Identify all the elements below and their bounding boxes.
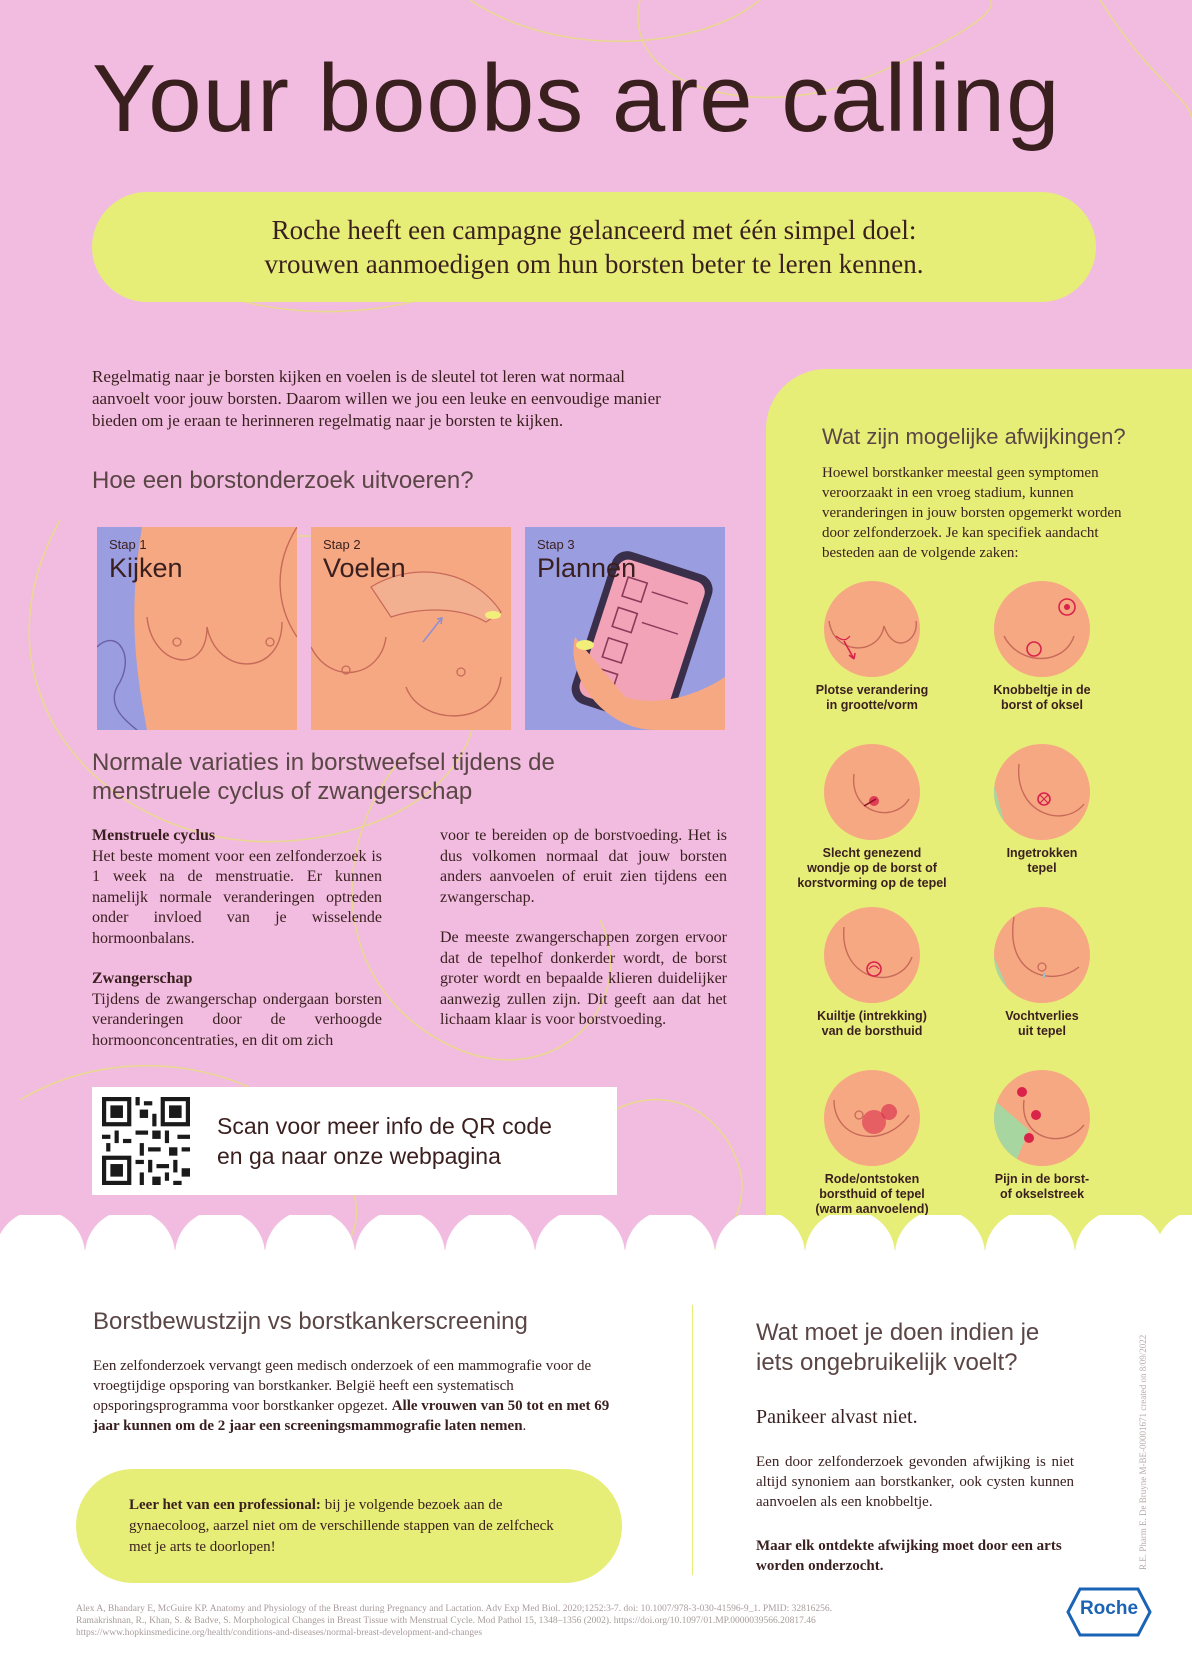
roche-logo [1066, 1587, 1152, 1637]
lump-icon [994, 581, 1090, 677]
dimple-icon [824, 907, 920, 1003]
step-2-label: Voelen [323, 553, 406, 583]
abnormalities-intro: Hoewel borstkanker meestal geen symptome… [822, 465, 1122, 561]
step-1-card: Stap 1 Kijken [97, 527, 297, 730]
step-1-label: Kijken [109, 553, 183, 583]
screening-text: Een zelfonderzoek vervangt geen medisch … [93, 1356, 628, 1436]
symptom-dimple: Kuiltje (intrekking)van de borsthuid [787, 907, 957, 1039]
what-to-do-bold: Maar elk ontdekte afwijking moet door ee… [756, 1538, 1062, 1574]
intro-paragraph: Regelmatig naar je borsten kijken en voe… [92, 366, 732, 432]
column-divider [692, 1305, 693, 1575]
variations-column-2: voor te bereiden op de borstvoeding. Het… [440, 826, 727, 1031]
variations-heading-line: Normale variaties in borstweefsel tijden… [92, 749, 555, 776]
step-3-card: Stap 3 Plannen [525, 527, 725, 730]
menstrual-text: Het beste moment voor een zelfonderzoek … [92, 847, 382, 947]
symptom-caption: Rode/ontstoken [824, 1172, 920, 1186]
breast-shape-icon [824, 581, 920, 677]
wound-icon [824, 744, 920, 840]
pregnancy-text: Tijdens de zwangerschap ondergaan borste… [92, 990, 382, 1049]
cloud-divider [0, 1215, 1192, 1255]
intro-line-2: vrouwen aanmoedigen om hun borsten beter… [264, 249, 924, 279]
intro-paragraph-line: Regelmatig naar je borsten kijken en voe… [92, 367, 625, 386]
looking-illustration [97, 527, 297, 730]
page-title: Your boobs are calling [92, 45, 1061, 152]
variations-heading-line: menstruele cyclus of zwangerschap [92, 778, 473, 805]
legal-note: R.E. Pharm E. De Bruyne M-BE-00001671 cr… [1138, 1334, 1148, 1570]
symptom-caption: Vochtverlies [1005, 1009, 1079, 1023]
qr-box[interactable]: Scan voor meer info de QR code en ga naa… [92, 1087, 617, 1195]
symptom-caption: borsthuid of tepel [819, 1187, 925, 1201]
what-to-do-text: Een door zelfonderzoek gevonden afwijkin… [756, 1454, 1074, 1510]
step-2-card: Stap 2 Voelen [311, 527, 511, 730]
symptom-caption: borst of oksel [1001, 698, 1083, 712]
intro-banner: Roche heeft een campagne gelanceerd met … [92, 192, 1096, 302]
learn-text-body: bij je volgende bezoek aan de gynaecoloo… [129, 1497, 554, 1555]
menstrual-heading: Menstruele cyclus [92, 827, 216, 844]
symptom-caption: in grootte/vorm [826, 698, 918, 712]
symptom-caption: of okselstreek [999, 1187, 1085, 1201]
intro-line-1: Roche heeft een campagne gelanceerd met … [271, 215, 917, 245]
screening-text-bold: Alle vrouwen van 50 tot en met 69 jaar k… [93, 1398, 610, 1434]
roche-logo-text: Roche [1079, 1598, 1139, 1619]
symptom-caption: Slecht genezend [822, 846, 922, 860]
pregnancy-text-continued: voor te bereiden op de borstvoeding. Het… [440, 827, 727, 906]
symptom-pain: Pijn in de borst-of okselstreek [957, 1070, 1127, 1202]
abnormalities-panel: Wat zijn mogelijke afwijkingen? Hoewel b… [766, 369, 1192, 1249]
variations-column-1: Menstruele cyclus Het beste moment voor … [92, 826, 382, 1051]
references: Alex A, Bhandary E, McGuire KP. Anatomy … [76, 1603, 936, 1639]
feeling-illustration [311, 527, 511, 730]
step-3-number: Stap 3 [537, 537, 575, 552]
bottom-section [0, 1250, 1192, 1673]
reference-line: Alex A, Bhandary E, McGuire KP. Anatomy … [76, 1604, 832, 1614]
qr-code-icon[interactable] [102, 1097, 190, 1185]
screening-heading: Borstbewustzijn vs borstkankerscreening [93, 1308, 528, 1335]
symptom-caption: wondje op de borst of [807, 861, 937, 875]
symptom-caption: (warm aanvoelend) [815, 1202, 929, 1216]
screening-text-normal: Een zelfonderzoek vervangt geen medisch … [93, 1358, 592, 1414]
red-skin-icon [824, 1070, 920, 1166]
abnormalities-heading: Wat zijn mogelijke afwijkingen? [822, 424, 1126, 449]
phone-illustration [525, 527, 725, 730]
symptom-caption: uit tepel [1018, 1024, 1066, 1038]
symptom-caption: Kuiltje (intrekking) [817, 1009, 927, 1023]
symptom-caption: Pijn in de borst- [994, 1172, 1090, 1186]
discharge-icon [994, 907, 1090, 1003]
symptom-caption: korstvorming op de tepel [797, 876, 947, 890]
learn-banner: Leer het van een professional: bij je vo… [76, 1469, 622, 1583]
symptom-caption: tepel [1027, 861, 1057, 875]
what-to-do-heading: Wat moet je doen indien je iets ongebrui… [756, 1318, 1086, 1378]
learn-text-bold: Leer het van een professional: [129, 1497, 321, 1513]
intro-paragraph-line: aanvoelt voor jouw borsten. Daarom wille… [92, 389, 661, 408]
reference-line: Ramakrishnan, R., Khan, S. & Badve, S. M… [76, 1616, 816, 1626]
pain-icon [994, 1070, 1090, 1166]
symptom-caption: Ingetrokken [1006, 846, 1078, 860]
symptom-caption: Knobbeltje in de [993, 683, 1091, 697]
variations-heading: Normale variaties in borstweefsel tijden… [92, 748, 692, 806]
how-heading: Hoe een borstonderzoek uitvoeren? [92, 467, 474, 494]
what-to-do-heading-line: iets ongebruikelijk voelt? [756, 1349, 1018, 1376]
learn-text: Leer het van een professional: bij je vo… [129, 1495, 579, 1558]
step-1-number: Stap 1 [109, 537, 147, 552]
retracted-nipple-icon [994, 744, 1090, 840]
symptom-caption: van de borsthuid [821, 1024, 923, 1038]
qr-text-line: en ga naar onze webpagina [217, 1143, 501, 1169]
qr-text-line: Scan voor meer info de QR code [217, 1113, 552, 1139]
symptom-caption: Plotse verandering [815, 683, 929, 697]
reference-line[interactable]: https://www.hopkinsmedicine.org/health/c… [76, 1628, 483, 1638]
screening-text-end: . [522, 1418, 527, 1434]
qr-text: Scan voor meer info de QR code en ga naa… [217, 1111, 552, 1171]
intro-paragraph-line: bieden om je eraan te herinneren regelma… [92, 411, 564, 430]
step-2-number: Stap 2 [323, 537, 361, 552]
pregnancy-heading: Zwangerschap [92, 970, 193, 987]
step-3-label: Plannen [537, 553, 637, 583]
dont-panic-subheading: Panikeer alvast niet. [756, 1406, 918, 1428]
pregnancy-text-2: De meeste zwangerschappen zorgen ervoor … [440, 929, 727, 1028]
what-to-do-heading-line: Wat moet je doen indien je [756, 1319, 1040, 1346]
